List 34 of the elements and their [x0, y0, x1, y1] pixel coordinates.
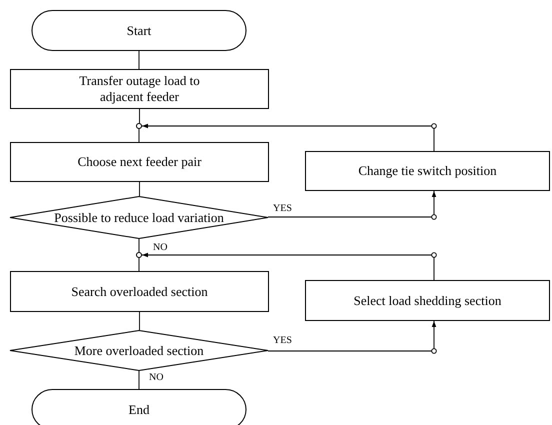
process-box — [10, 142, 269, 182]
node-text: More overloaded section — [74, 342, 204, 358]
edge-label: YES — [272, 336, 293, 346]
connector-line — [139, 312, 140, 330]
node-text: Start — [126, 22, 152, 38]
junction-dot — [136, 252, 142, 258]
edge-label: NO — [152, 243, 168, 253]
connector-line — [138, 258, 140, 272]
connector-line — [138, 50, 140, 70]
process-box — [10, 69, 269, 109]
decision-diamond — [10, 196, 268, 239]
connector-line — [139, 108, 140, 124]
process-box — [305, 151, 550, 191]
connector-line — [138, 128, 140, 142]
node-text: Choose next feeder pair — [78, 154, 202, 170]
node-text: End — [128, 402, 150, 418]
process-box — [10, 271, 269, 312]
junction-dot — [136, 123, 142, 129]
connector-line — [138, 370, 140, 390]
process-box — [305, 280, 550, 321]
node-text: Possible to reduce load variation — [54, 210, 224, 226]
node-text: Change tie switch position — [358, 163, 497, 179]
decision-diamond — [10, 330, 268, 371]
edge-label: NO — [148, 373, 164, 383]
arrow — [142, 124, 434, 152]
connector-line — [138, 238, 140, 252]
arrow — [268, 320, 436, 352]
node-text: Transfer outage load to adjacent feeder — [78, 73, 201, 105]
node-text: Search overloaded section — [71, 284, 208, 300]
arrow — [268, 190, 436, 218]
connector-line — [139, 182, 140, 196]
node-text: Select load shedding section — [354, 292, 502, 308]
edge-label: YES — [272, 204, 293, 214]
arrow — [142, 252, 434, 280]
